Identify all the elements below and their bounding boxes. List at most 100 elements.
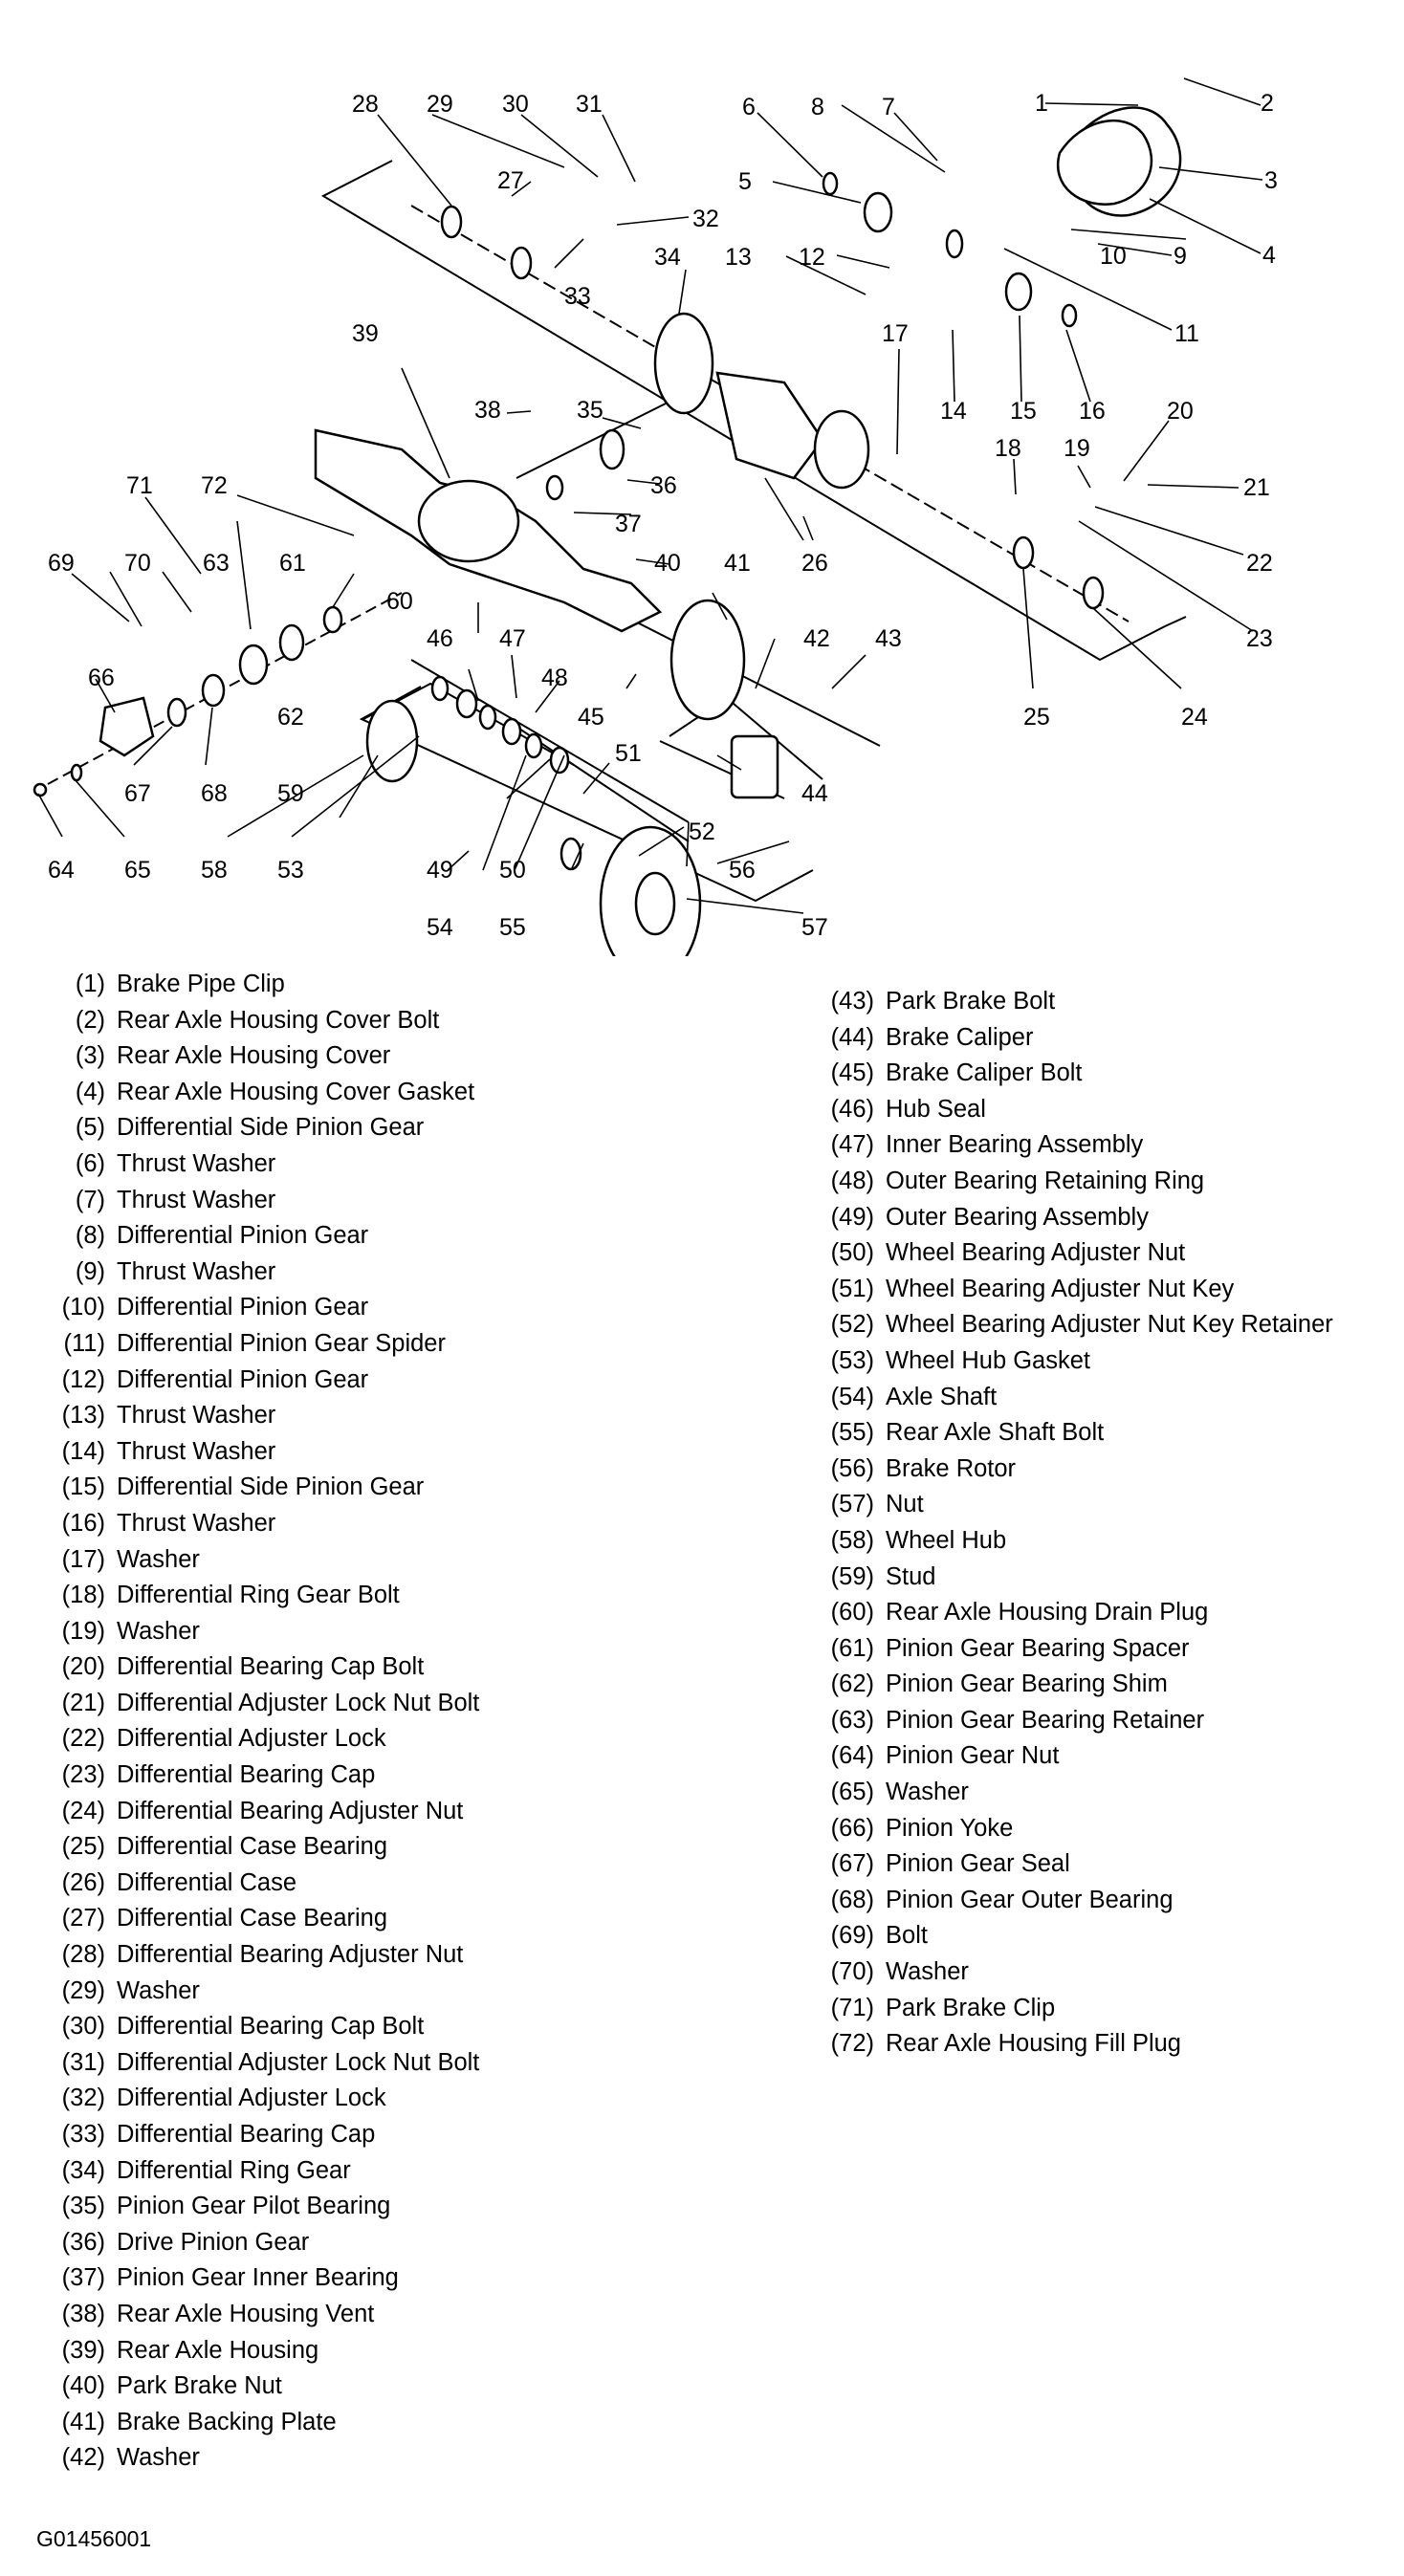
legend-label: Differential Bearing Adjuster Nut [117, 1797, 464, 1824]
legend-number: (31) [61, 2048, 105, 2076]
legend-item: (33)Differential Bearing Cap [38, 2117, 479, 2153]
legend-label: Bolt [886, 1922, 928, 1950]
legend-label: Pinion Gear Nut [886, 1742, 1060, 1770]
callout-31: 31 [576, 91, 603, 118]
callout-46: 46 [427, 625, 453, 652]
legend-item: (25)Differential Case Bearing [38, 1829, 479, 1866]
legend-label: Washer [117, 1976, 200, 2004]
legend-label: Park Brake Bolt [886, 988, 1056, 1015]
legend-label: Brake Rotor [886, 1454, 1017, 1482]
legend-label: Wheel Hub Gasket [886, 1346, 1091, 1374]
legend-label: Thrust Washer [117, 1186, 276, 1213]
legend-number: (25) [61, 1833, 105, 1861]
callout-20: 20 [1167, 398, 1194, 425]
legend-item: (49)Outer Bearing Assembly [807, 1200, 1333, 1236]
legend-number: (34) [61, 2156, 105, 2184]
callout-13: 13 [725, 244, 752, 271]
legend-item: (52)Wheel Bearing Adjuster Nut Key Retai… [807, 1307, 1333, 1343]
diff-case-shape [715, 371, 824, 480]
legend-number: (19) [61, 1617, 105, 1645]
bearing-37 [545, 474, 564, 501]
legend-label: Pinion Gear Pilot Bearing [117, 2193, 391, 2220]
callout-26: 26 [801, 550, 828, 577]
legend-number: (14) [61, 1437, 105, 1465]
legend-number: (62) [830, 1670, 874, 1698]
legend-label: Pinion Gear Outer Bearing [886, 1886, 1174, 1913]
legend-label: Differential Bearing Cap Bolt [117, 1653, 425, 1681]
legend-number: (28) [61, 1941, 105, 1969]
legend-item: (55)Rear Axle Shaft Bolt [807, 1415, 1333, 1452]
bearing-27 [510, 246, 533, 280]
legend-item: (22)Differential Adjuster Lock [38, 1721, 479, 1757]
callout-24: 24 [1181, 704, 1208, 731]
callout-38: 38 [474, 397, 501, 424]
legend-number: (70) [830, 1958, 874, 1986]
bearing-24 [1082, 576, 1105, 610]
callout-67: 67 [124, 780, 151, 807]
gear-15 [1004, 272, 1033, 312]
legend-item: (44)Brake Caliper [807, 1020, 1333, 1057]
legend-item: (59)Stud [807, 1560, 1333, 1596]
callout-17: 17 [882, 320, 909, 347]
legend-label: Differential Side Pinion Gear [117, 1474, 425, 1501]
legend-item: (19)Washer [38, 1614, 479, 1650]
legend-label: Pinion Gear Seal [886, 1850, 1070, 1878]
legend-item: (46)Hub Seal [807, 1092, 1333, 1128]
legend-number: (26) [61, 1868, 105, 1896]
callout-48: 48 [541, 665, 568, 691]
bearing-28 [440, 205, 463, 239]
legend-number: (8) [75, 1222, 105, 1250]
legend-item: (13)Thrust Washer [38, 1398, 479, 1434]
legend-number: (40) [61, 2372, 105, 2400]
legend-number: (48) [830, 1167, 874, 1194]
legend-label: Differential Ring Gear Bolt [117, 1582, 400, 1609]
legend-item: (6)Thrust Washer [38, 1146, 479, 1183]
legend-label: Rear Axle Shaft Bolt [886, 1419, 1105, 1447]
legend-item: (8)Differential Pinion Gear [38, 1218, 479, 1255]
callout-10: 10 [1100, 243, 1127, 270]
legend-number: (36) [61, 2228, 105, 2256]
legend-number: (24) [61, 1797, 105, 1824]
legend-item: (38)Rear Axle Housing Vent [38, 2297, 479, 2333]
legend-number: (10) [61, 1294, 105, 1321]
legend-label: Rear Axle Housing Vent [117, 2300, 375, 2327]
legend-item: (21)Differential Adjuster Lock Nut Bolt [38, 1686, 480, 1722]
legend-number: (13) [61, 1402, 105, 1430]
legend-item: (54)Axle Shaft [807, 1380, 1333, 1416]
legend-number: (64) [830, 1742, 874, 1770]
legend-number: (17) [61, 1545, 105, 1573]
callout-30: 30 [502, 91, 529, 118]
backing-plate-shape [669, 599, 746, 721]
legend-number: (47) [830, 1131, 874, 1159]
legend-number: (57) [830, 1491, 874, 1518]
legend-label: Wheel Bearing Adjuster Nut [886, 1239, 1186, 1267]
callout-54: 54 [427, 914, 453, 941]
pinion-yoke-axis [47, 592, 403, 785]
legend-item: (40)Park Brake Nut [38, 2369, 479, 2405]
legend-number: (1) [75, 971, 105, 997]
callout-3: 3 [1264, 167, 1278, 194]
callout-19: 19 [1064, 435, 1090, 462]
callout-21: 21 [1243, 474, 1270, 501]
legend-item: (45)Brake Caliper Bolt [807, 1056, 1333, 1092]
legend-number: (39) [61, 2336, 105, 2364]
callout-59: 59 [277, 780, 304, 807]
legend-item: (36)Drive Pinion Gear [38, 2225, 479, 2261]
callout-58: 58 [201, 857, 228, 884]
legend-item: (58)Wheel Hub [807, 1523, 1333, 1560]
callout-29: 29 [427, 91, 453, 118]
callout-28: 28 [352, 91, 379, 118]
callout-15: 15 [1010, 398, 1037, 425]
legend-label: Axle Shaft [886, 1383, 998, 1410]
legend-item: (34)Differential Ring Gear [38, 2153, 479, 2190]
legend-number: (63) [830, 1706, 874, 1734]
callout-22: 22 [1246, 550, 1273, 577]
seal-67 [166, 697, 187, 728]
washer-6 [822, 171, 839, 196]
legend-number: (67) [830, 1850, 874, 1878]
legend-column-left: (1)Brake Pipe Clip(2)Rear Axle Housing C… [38, 967, 480, 2477]
callout-63: 63 [203, 550, 230, 577]
legend-number: (30) [61, 2013, 105, 2041]
legend-number: (43) [830, 988, 874, 1015]
callout-11: 11 [1174, 320, 1199, 347]
